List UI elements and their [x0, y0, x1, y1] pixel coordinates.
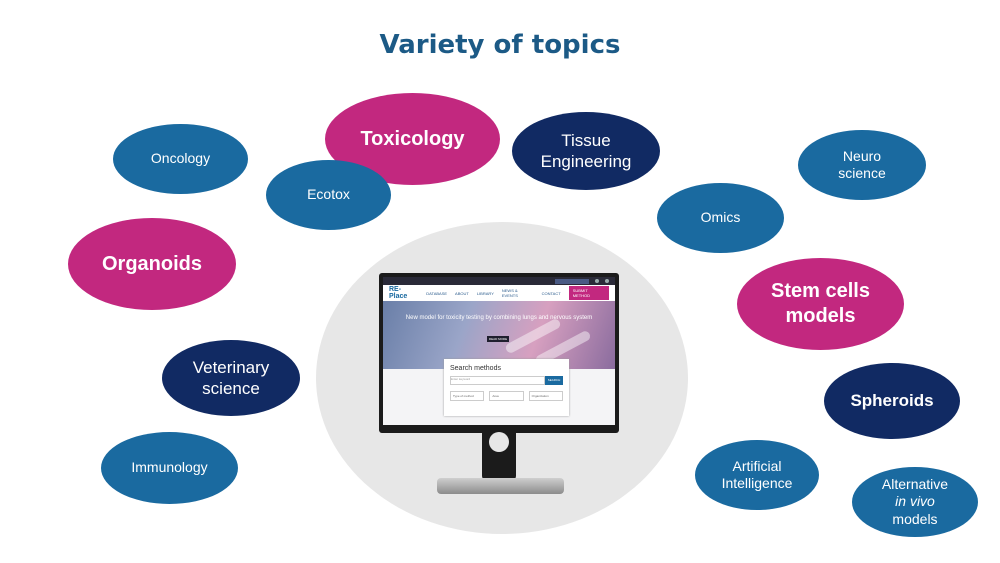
- screen-nav-item: NEWS & EVENTS: [501, 288, 518, 298]
- screen-nav-item: CONTACT: [541, 290, 561, 296]
- screen-nav: RE-Place DATABASE ABOUT LIBRARY NEWS & E…: [383, 285, 615, 301]
- screen-search-card: Search methods Enter keyword SEARCH Type…: [444, 359, 569, 416]
- screen-menu-dot: [595, 279, 599, 283]
- monitor-stand-hole: [489, 432, 509, 452]
- topic-label: Engineering: [540, 152, 632, 171]
- screen-search-bar: [555, 278, 589, 284]
- screen-filter: Type of method: [450, 391, 485, 401]
- topic-label: Omics: [700, 209, 741, 226]
- topic-tissue-engineering: Tissue Engineering: [512, 112, 660, 190]
- screen-submit-button: SUBMIT METHOD: [568, 286, 609, 300]
- topic-neuro-science: Neuro science: [798, 130, 926, 200]
- screen-hero-banner: New model for toxicity testing by combin…: [383, 301, 615, 369]
- topic-label: science: [838, 165, 886, 181]
- topic-label: Oncology: [150, 150, 211, 167]
- replace-logo: RE-Place: [389, 286, 408, 300]
- screen-read-more-button: READ MORE: [487, 336, 509, 342]
- topic-stem-cells-models: Stem cells models: [737, 258, 904, 350]
- topic-label: Organoids: [101, 252, 202, 275]
- topic-label: Neuro: [842, 147, 882, 164]
- topic-alternative-in-vivo-models: Alternative in vivo models: [852, 467, 978, 537]
- topic-organoids: Organoids: [68, 218, 236, 310]
- topic-label: Immunology: [131, 459, 208, 476]
- page-title: Variety of topics: [379, 30, 621, 60]
- screen-search-title: Search methods: [450, 365, 501, 372]
- topic-label: Spheroids: [850, 391, 934, 411]
- monitor-stand-base: [437, 478, 564, 494]
- screen-topbar: [383, 277, 615, 285]
- screen-hero-text: New model for toxicity testing by combin…: [405, 315, 593, 321]
- screen-filter: Area: [489, 391, 524, 401]
- topic-oncology: Oncology: [113, 124, 248, 194]
- topic-spheroids: Spheroids: [824, 363, 960, 439]
- topic-label: models: [785, 305, 856, 327]
- topic-ecotox: Ecotox: [266, 160, 391, 230]
- topic-artificial-intelligence: Artificial Intelligence: [695, 440, 819, 510]
- topic-label: in vivo: [895, 493, 935, 510]
- topic-label: Toxicology: [360, 127, 465, 150]
- topic-label: science: [202, 379, 260, 398]
- topic-label: Veterinary: [192, 357, 270, 377]
- topic-label: models: [892, 510, 938, 527]
- topic-label: Alternative: [881, 475, 949, 492]
- topic-label: Stem cells: [771, 280, 870, 302]
- monitor-illustration: RE-Place DATABASE ABOUT LIBRARY NEWS & E…: [379, 273, 619, 433]
- screen-nav-item: ABOUT: [455, 290, 469, 296]
- screen-search-button: SEARCH: [545, 376, 563, 385]
- screen-menu-dot: [605, 279, 609, 283]
- topic-label: Tissue: [561, 130, 611, 150]
- screen-nav-item: DATABASE: [426, 290, 448, 296]
- topic-label: Artificial: [732, 457, 782, 474]
- topic-veterinary-science: Veterinary science: [162, 340, 300, 416]
- screen-filter: Organization: [528, 391, 563, 401]
- screen-search-input: Enter keyword: [450, 376, 545, 385]
- topic-label: Intelligence: [721, 475, 793, 491]
- topic-immunology: Immunology: [101, 432, 238, 504]
- website-screenshot: RE-Place DATABASE ABOUT LIBRARY NEWS & E…: [383, 277, 615, 425]
- topic-label: Ecotox: [307, 186, 350, 203]
- screen-nav-item: LIBRARY: [476, 290, 494, 296]
- topic-omics: Omics: [657, 183, 784, 253]
